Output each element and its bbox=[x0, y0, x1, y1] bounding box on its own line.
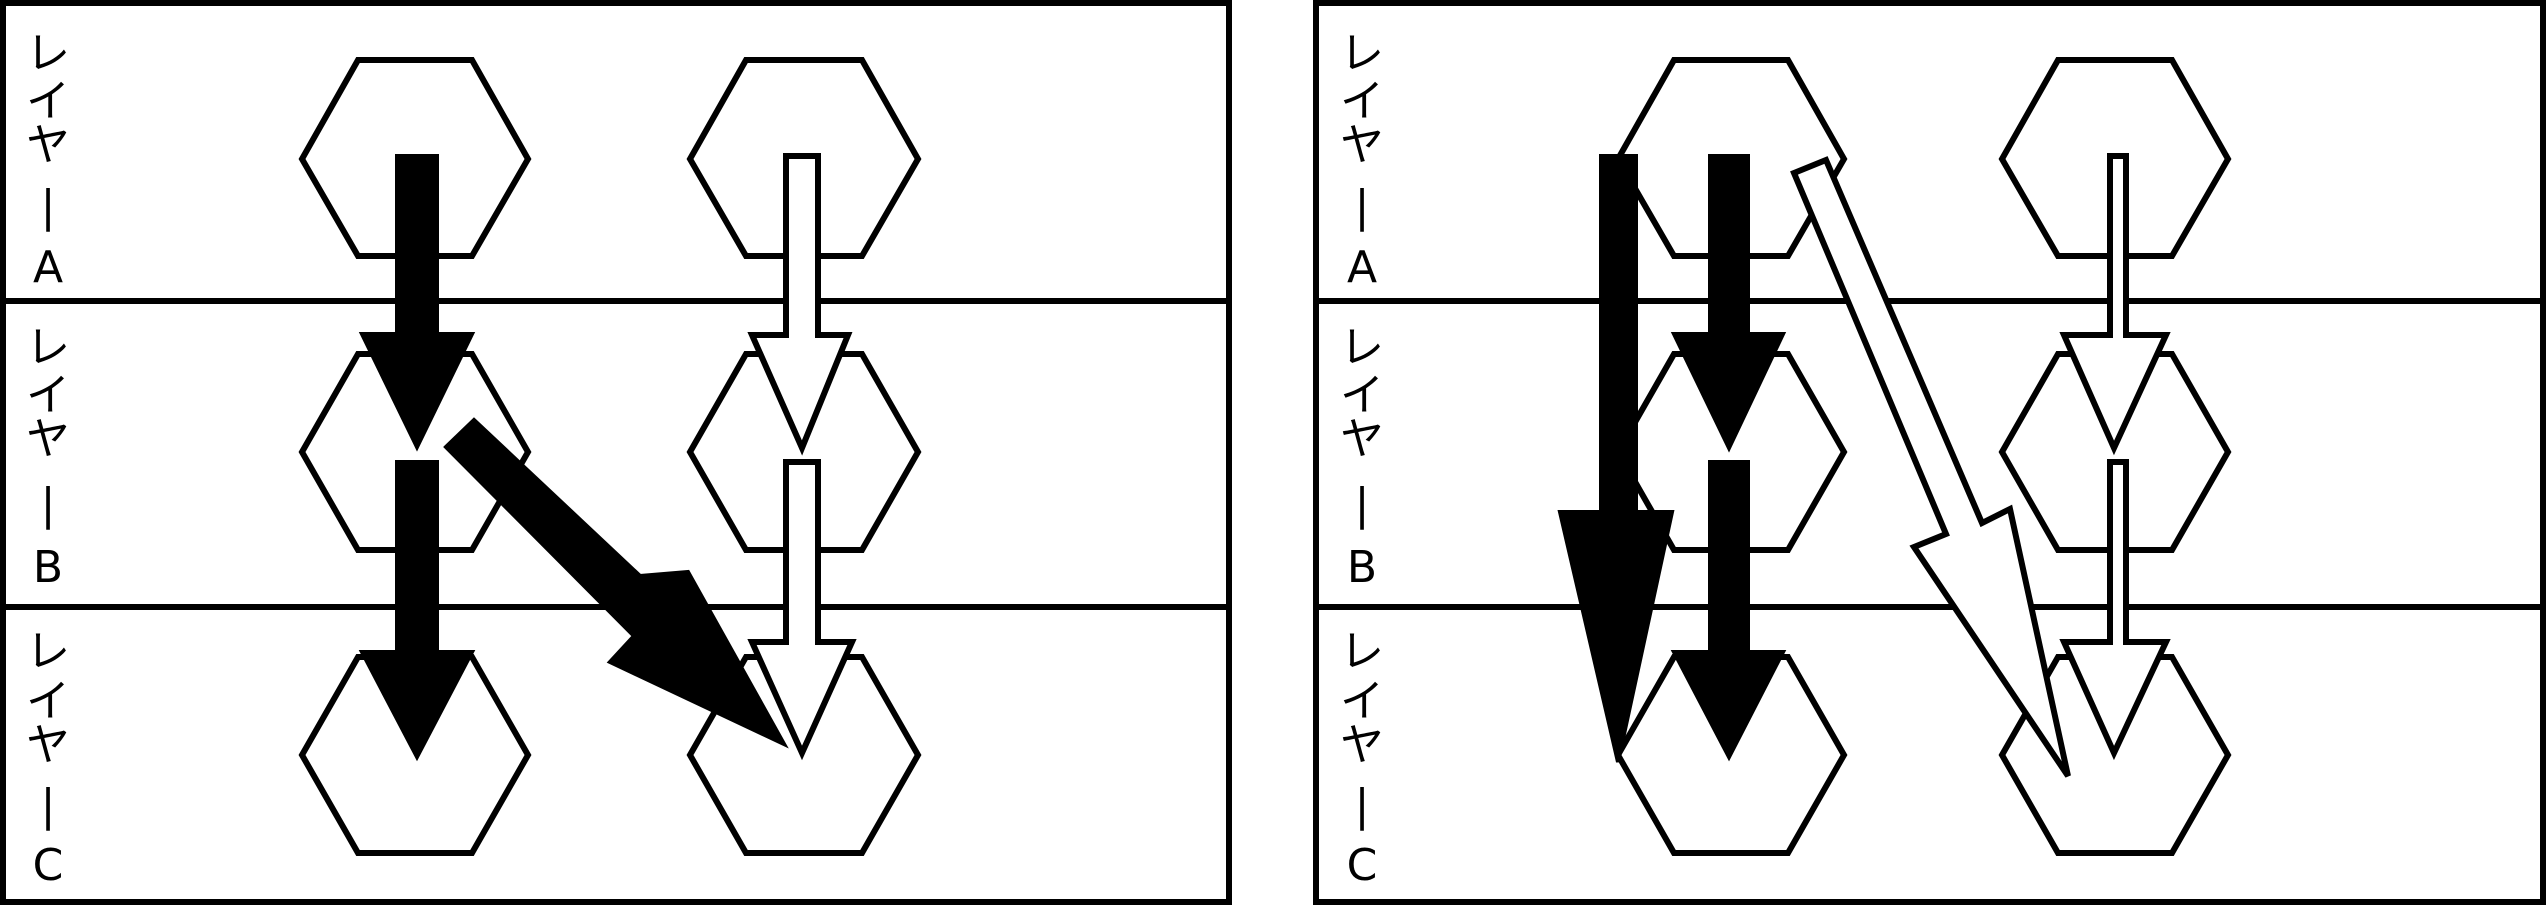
node-hexagon bbox=[1614, 351, 1848, 553]
layer-label-char: イ bbox=[26, 676, 70, 727]
layer-label-char: レ bbox=[26, 626, 70, 677]
solid-arrow bbox=[1670, 154, 1787, 453]
solid-arrow bbox=[358, 460, 476, 762]
layer-label-char: イ bbox=[26, 76, 70, 127]
hollow-arrow bbox=[2059, 459, 2171, 761]
layer-label-char: ヤ bbox=[1340, 120, 1384, 171]
layer-label-char: ヤ bbox=[26, 720, 70, 771]
layer-label-char: ヤ bbox=[26, 414, 70, 465]
layer-label-char: ヤ bbox=[1340, 720, 1384, 771]
layer-label-char: イ bbox=[1340, 676, 1384, 727]
node-hexagon bbox=[686, 351, 922, 553]
panel-left bbox=[0, 0, 1232, 905]
layer-label-char: | bbox=[1355, 181, 1370, 232]
layer-label-char: イ bbox=[1340, 370, 1384, 421]
panel-right bbox=[1313, 0, 2546, 905]
label-panel-right-layer-a: レ イ ヤ | A bbox=[1340, 28, 1384, 293]
solid-arrow bbox=[358, 154, 476, 452]
solid-arrow bbox=[443, 417, 789, 749]
label-panel-left-layer-a: レ イ ヤ | A bbox=[26, 28, 70, 293]
solid-arrow bbox=[1557, 154, 1675, 763]
layer-label-char: | bbox=[41, 780, 56, 831]
layer-label-char: B bbox=[33, 542, 63, 593]
layer-label-char: レ bbox=[26, 322, 70, 373]
layer-label-char: | bbox=[41, 479, 56, 530]
layer-label-char: レ bbox=[1340, 28, 1384, 79]
node-hexagon bbox=[298, 351, 532, 553]
label-panel-right-layer-c: レ イ ヤ | C bbox=[1340, 626, 1384, 891]
layer-label-char: C bbox=[33, 840, 64, 891]
hollow-arrow bbox=[747, 459, 857, 761]
layer-label-char: A bbox=[33, 242, 63, 293]
layer-label-char: ヤ bbox=[26, 120, 70, 171]
hollow-arrow bbox=[2059, 153, 2171, 456]
hollow-arrow bbox=[1790, 156, 2071, 778]
label-panel-right-layer-b: レ イ ヤ | B bbox=[1340, 322, 1384, 593]
layer-label-char: A bbox=[1347, 242, 1377, 293]
layer-label-char: イ bbox=[26, 370, 70, 421]
layer-label-char: レ bbox=[1340, 626, 1384, 677]
layer-label-char: イ bbox=[1340, 76, 1384, 127]
layer-label-char: | bbox=[1355, 780, 1370, 831]
layer-label-char: レ bbox=[26, 28, 70, 79]
layer-label-char: | bbox=[41, 181, 56, 232]
label-panel-left-layer-c: レ イ ヤ | C bbox=[26, 626, 70, 891]
layer-label-char: C bbox=[1347, 840, 1378, 891]
layer-label-char: | bbox=[1355, 479, 1370, 530]
label-panel-left-layer-b: レ イ ヤ | B bbox=[26, 322, 70, 593]
layer-label-char: レ bbox=[1340, 322, 1384, 373]
hollow-arrow bbox=[747, 153, 853, 456]
solid-arrow bbox=[1670, 460, 1787, 762]
layer-label-char: B bbox=[1347, 542, 1377, 593]
panel-frame bbox=[0, 0, 1232, 905]
layer-label-char: ヤ bbox=[1340, 414, 1384, 465]
